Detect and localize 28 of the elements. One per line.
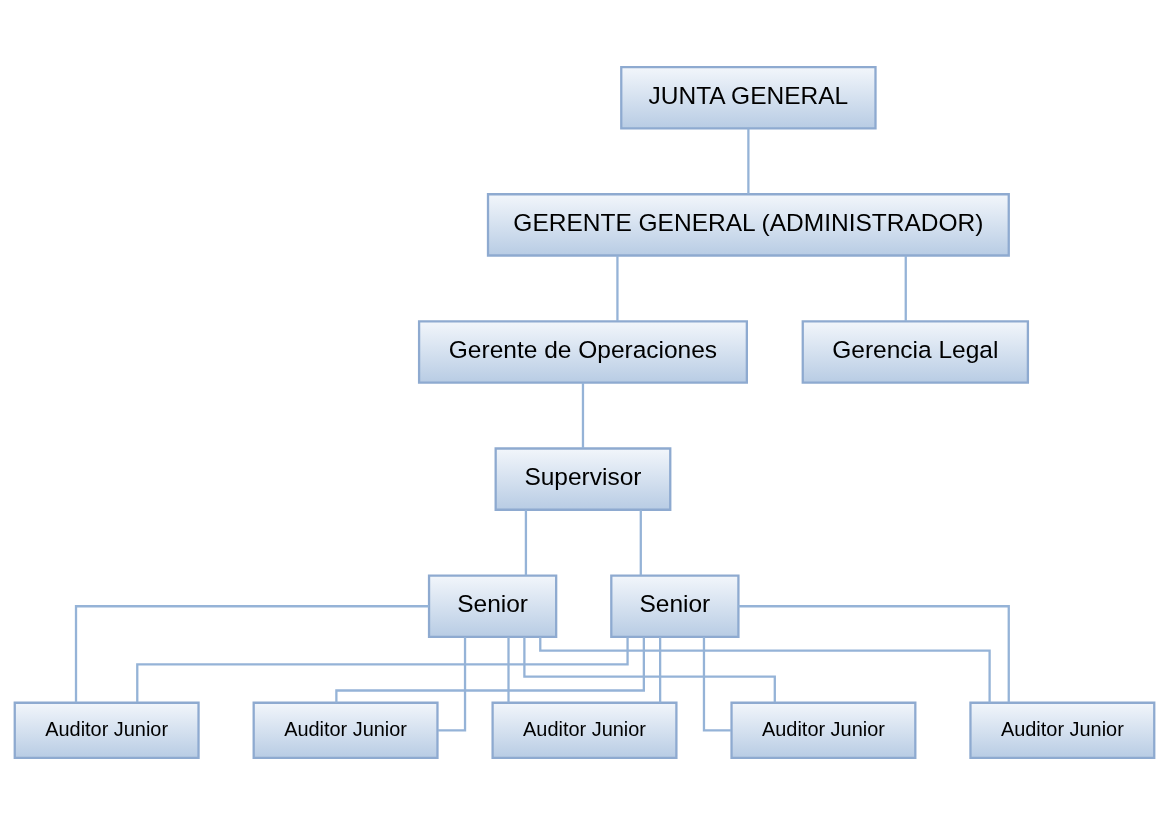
node-box: Senior [610,574,740,639]
connector [74,605,429,703]
connector [539,637,991,703]
node-box: Supervisor [494,447,672,511]
connector [437,636,467,732]
connector [639,509,642,576]
node-box: Auditor Junior [730,701,917,759]
connector [507,636,510,703]
connector [738,605,1010,703]
node-box: Gerente de Operaciones [417,320,748,384]
node-box: JUNTA GENERAL [620,65,877,130]
connector [702,636,732,732]
node-box: Gerencia Legal [801,320,1030,384]
node-box: Senior [427,574,558,639]
node-box: Auditor Junior [969,701,1156,759]
connector [747,128,750,194]
node-box: Auditor Junior [491,701,678,759]
node-box: Auditor Junior [13,701,200,759]
connector [523,636,776,703]
connector [335,637,645,703]
connector [524,509,528,576]
connector [904,255,907,322]
connector [581,382,585,449]
node-box: GERENTE GENERAL (ADMINISTRADOR) [486,193,1010,257]
connector [616,255,619,322]
node-box: Auditor Junior [252,701,439,759]
connector [659,636,662,703]
connector [136,637,629,702]
